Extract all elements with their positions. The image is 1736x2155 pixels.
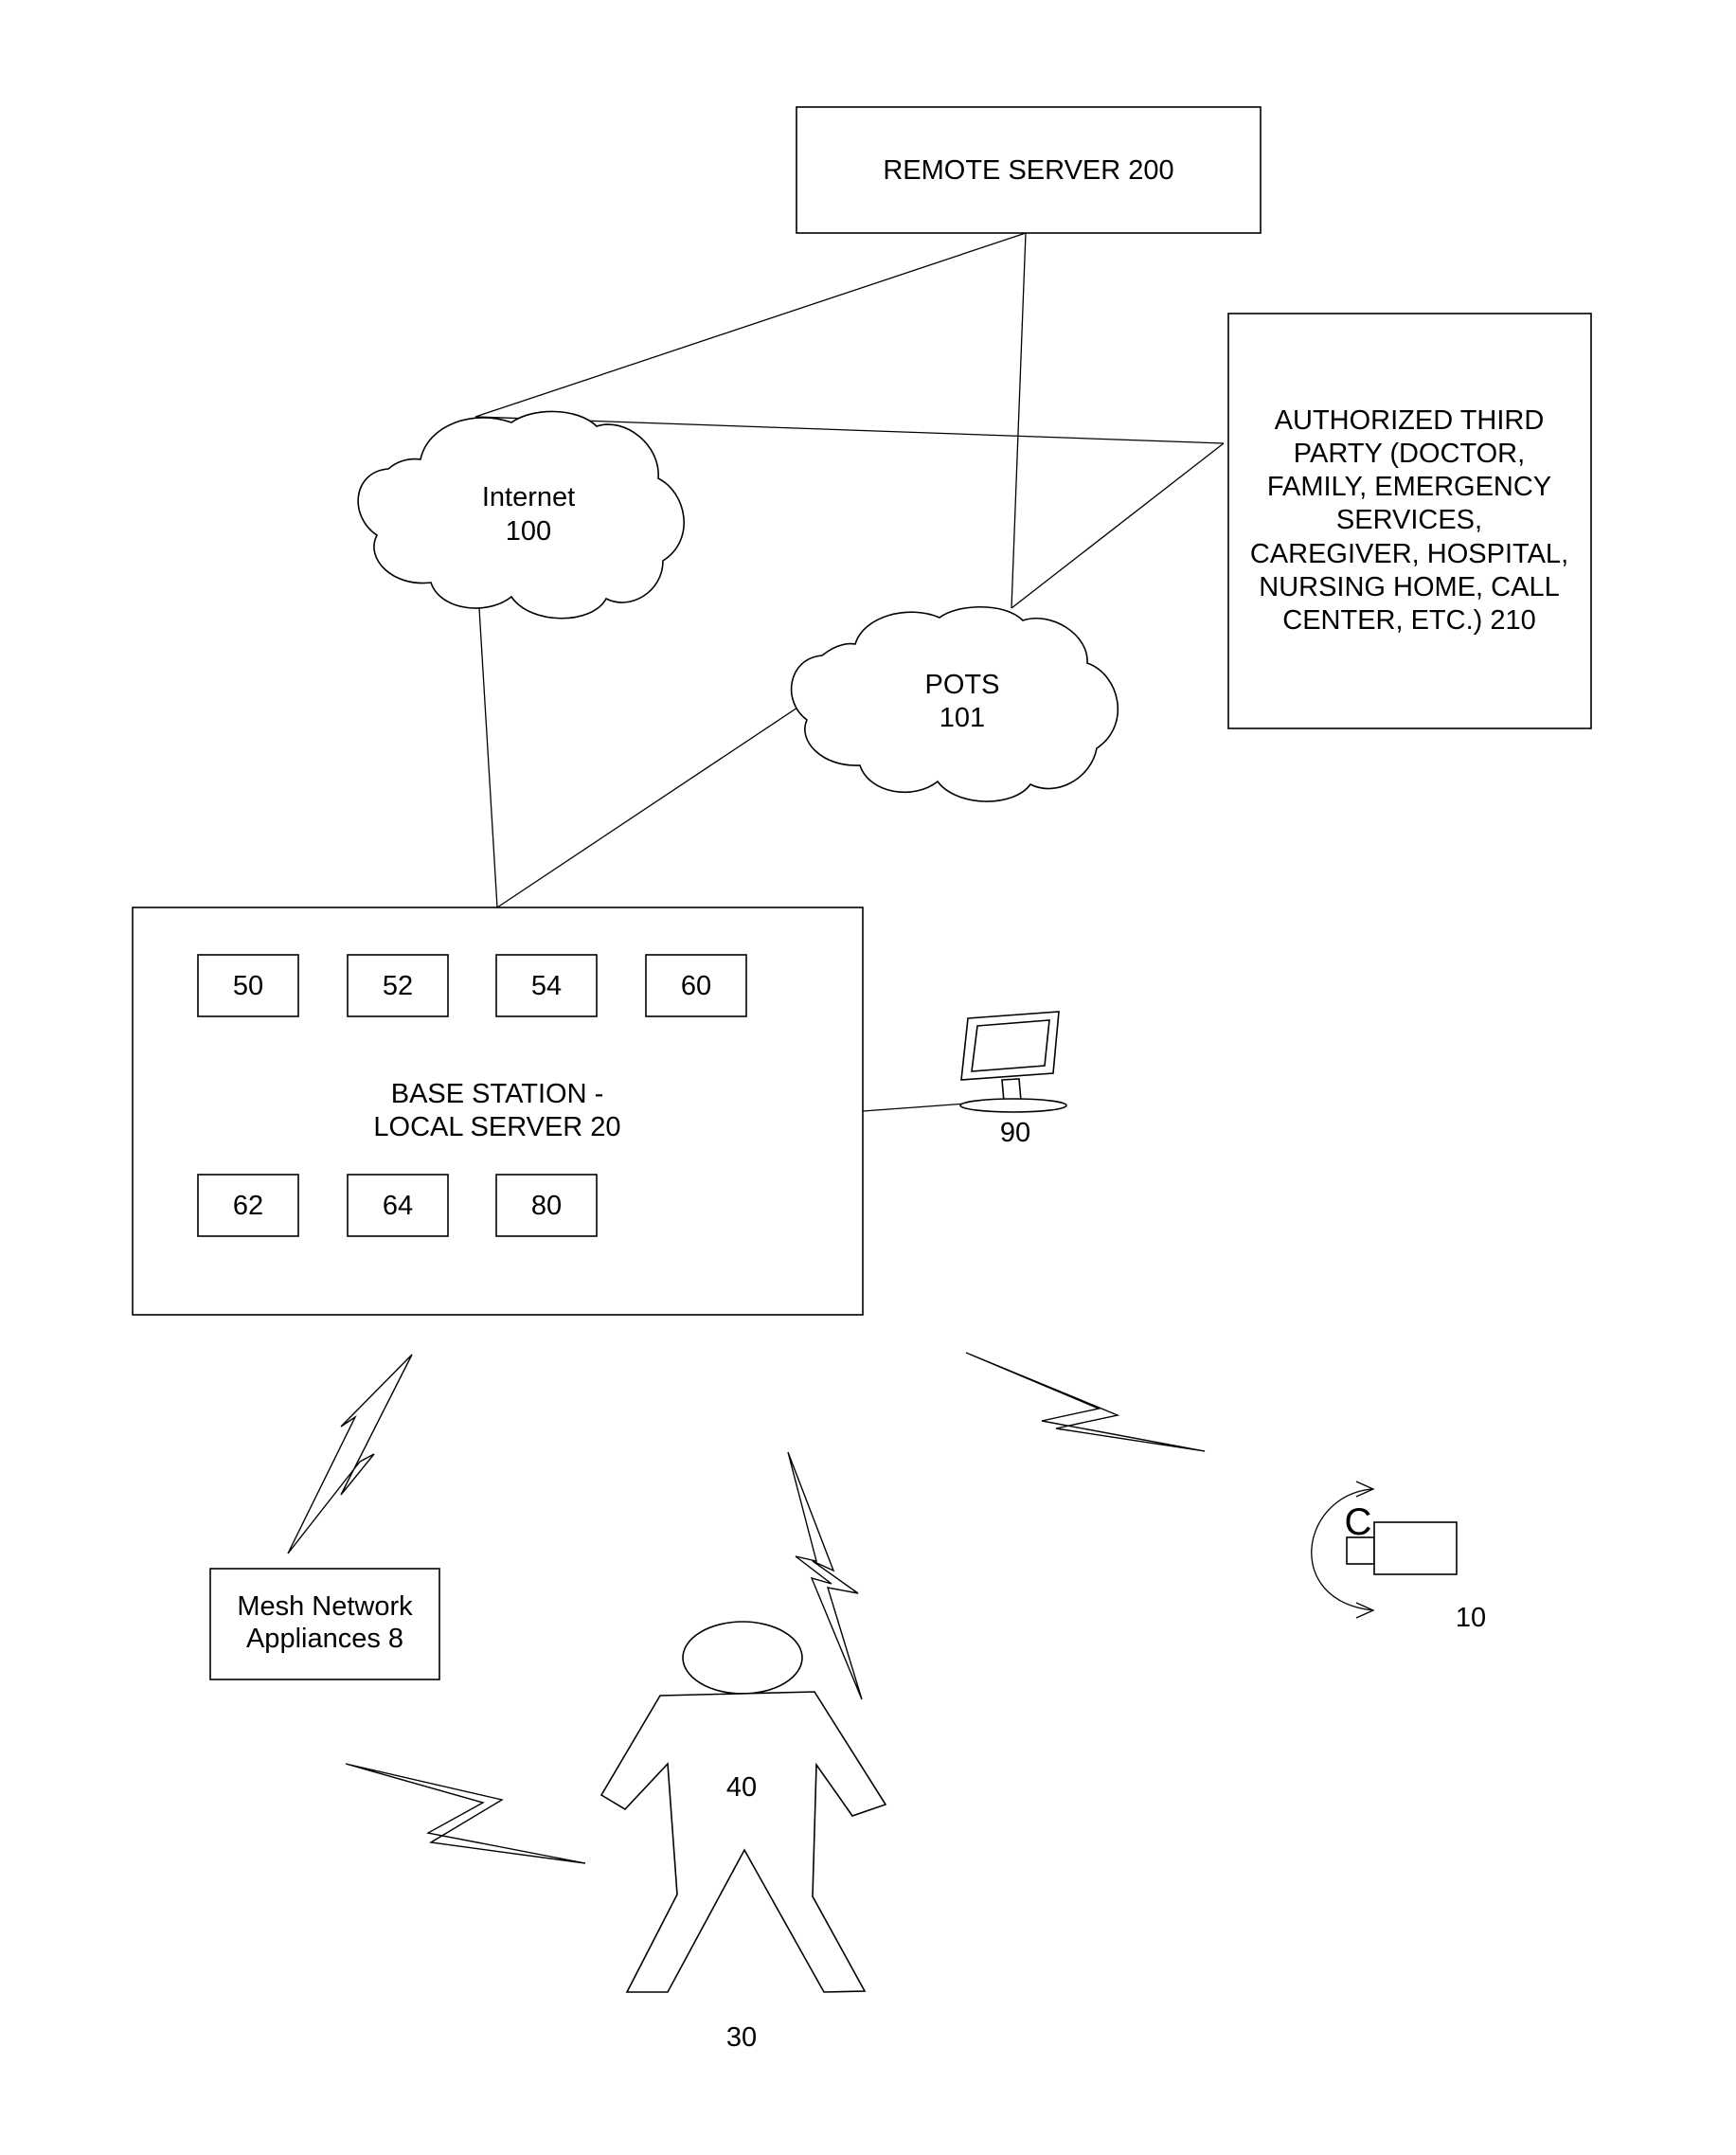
module-50-label: 50 — [233, 971, 263, 1001]
monitor-icon: 90 — [960, 1012, 1066, 1148]
third-party: AUTHORIZED THIRD PARTY (DOCTOR, FAMILY, … — [1228, 314, 1591, 728]
monitor-base — [960, 1099, 1066, 1112]
pots-number: 101 — [940, 703, 985, 733]
module-80-label: 80 — [531, 1191, 562, 1221]
third-party-line-4: SERVICES, — [1336, 505, 1482, 535]
internet-label: Internet — [482, 482, 575, 512]
third-party-line-1: AUTHORIZED THIRD — [1275, 405, 1545, 436]
pots-cloud: POTS 101 — [792, 607, 1119, 801]
lightning-bolt-person-left — [346, 1764, 585, 1863]
third-party-line-7: CENTER, ETC.) 210 — [1282, 605, 1536, 636]
person-label: 30 — [726, 2022, 757, 2053]
link-base-monitor — [863, 1104, 966, 1111]
monitor-label: 90 — [1000, 1118, 1030, 1148]
remote-server-label: REMOTE SERVER 200 — [883, 155, 1173, 186]
base-station-line-1: BASE STATION - — [391, 1079, 604, 1109]
module-52-label: 52 — [383, 971, 413, 1001]
third-party-line-6: NURSING HOME, CALL — [1259, 572, 1559, 602]
lightning-bolt-base-camera — [966, 1353, 1205, 1451]
module-54-label: 54 — [531, 971, 562, 1001]
person-head — [683, 1622, 802, 1694]
lightning-bolt-base-mesh — [288, 1355, 412, 1553]
link-pots-base — [497, 706, 800, 907]
third-party-line-3: FAMILY, EMERGENCY — [1267, 472, 1551, 502]
person-body-label: 40 — [726, 1772, 757, 1803]
internet-cloud-shape — [358, 411, 684, 618]
base-station-line-2: LOCAL SERVER 20 — [373, 1112, 620, 1142]
module-60-label: 60 — [681, 971, 711, 1001]
module-64-label: 64 — [383, 1191, 413, 1221]
third-party-line-2: PARTY (DOCTOR, — [1294, 439, 1525, 469]
pots-label: POTS — [925, 670, 1000, 700]
internet-cloud: Internet 100 — [358, 411, 684, 618]
module-62-label: 62 — [233, 1191, 263, 1221]
internet-number: 100 — [506, 516, 551, 547]
third-party-line-5: CAREGIVER, HOSPITAL, — [1250, 539, 1568, 569]
person-body — [601, 1692, 886, 1992]
link-internet-base — [479, 608, 497, 907]
link-remote-internet — [475, 233, 1026, 417]
camera-icon: C 10 — [1312, 1482, 1486, 1633]
base-station: 50 52 54 60 BASE STATION - LOCAL SERVER … — [133, 907, 863, 1315]
link-pots-thirdparty — [1011, 443, 1224, 608]
camera-lens — [1347, 1537, 1374, 1564]
remote-server: REMOTE SERVER 200 — [796, 107, 1261, 233]
camera-body — [1374, 1522, 1457, 1574]
mesh-appliances: Mesh Network Appliances 8 — [210, 1569, 439, 1679]
camera-label: 10 — [1456, 1603, 1486, 1633]
person-figure: 40 30 — [601, 1622, 886, 2053]
monitor-screen-inner — [972, 1020, 1049, 1071]
link-remote-pots — [1011, 233, 1026, 608]
mesh-appliances-line-1: Mesh Network — [237, 1591, 413, 1622]
mesh-appliances-line-2: Appliances 8 — [246, 1624, 403, 1654]
